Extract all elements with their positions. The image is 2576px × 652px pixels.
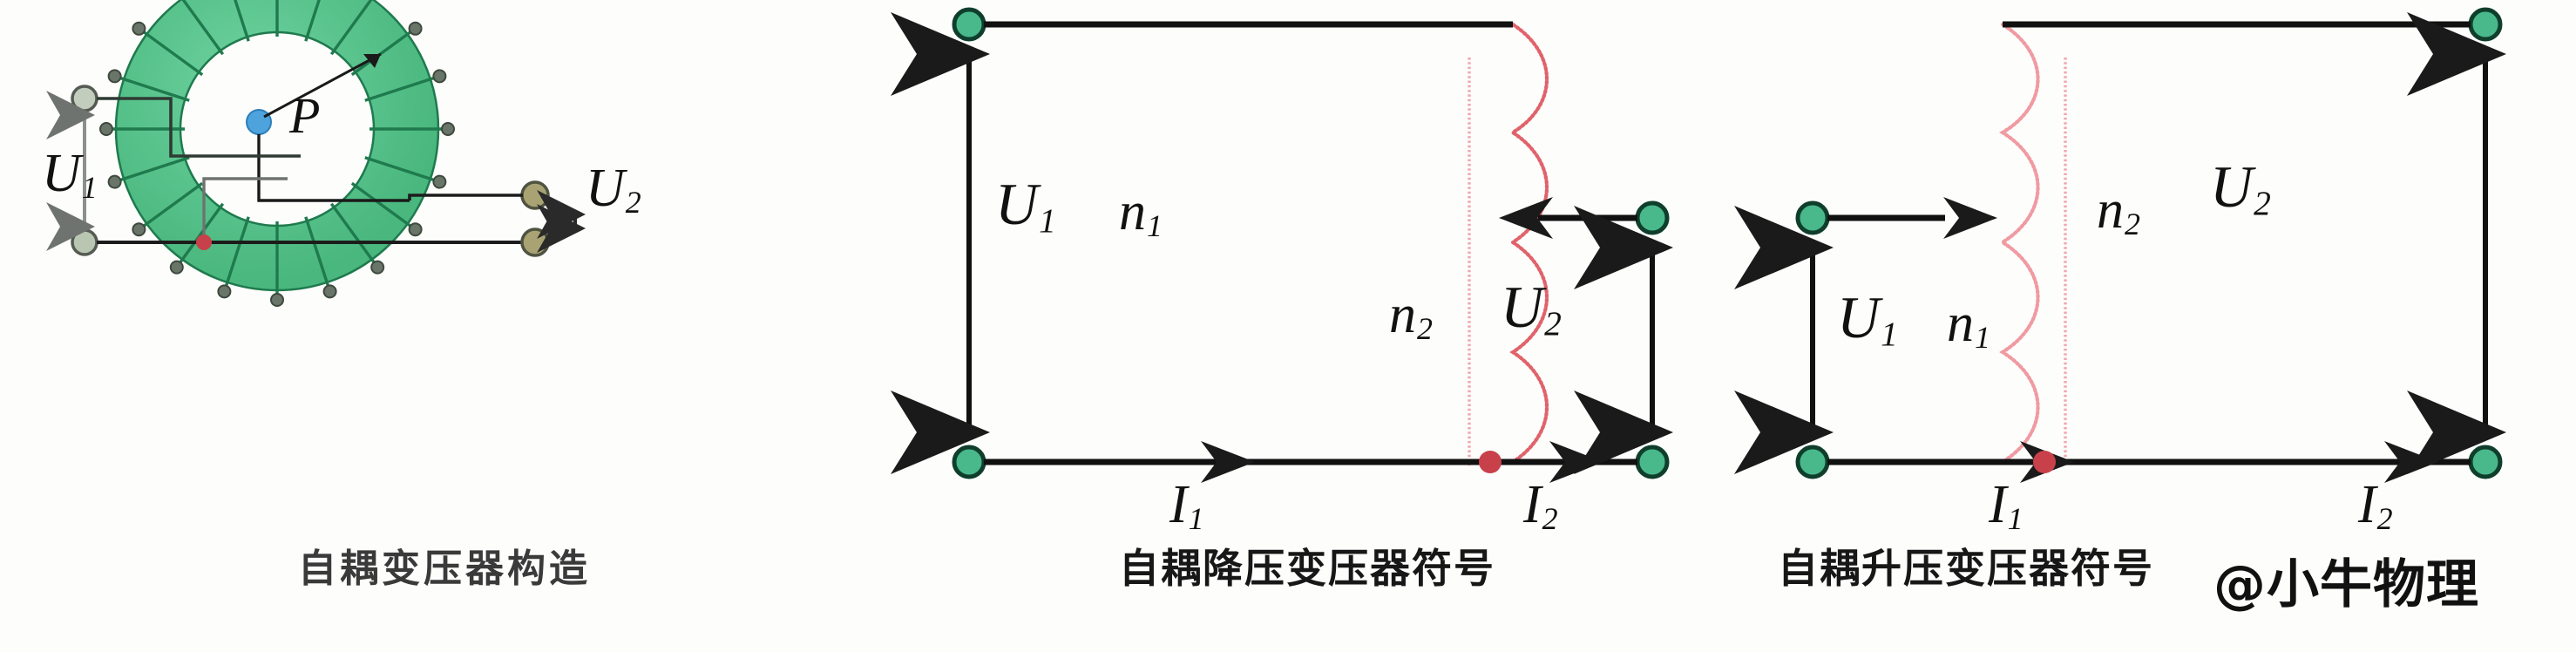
caption-panel-2: 自耦降压变压器符号: [1119, 545, 1495, 592]
terminal-primary-bottom[interactable]: [952, 445, 986, 479]
winding-turn-bump: [217, 284, 232, 299]
label-n1-panel3: n1: [1947, 294, 1990, 355]
secondary-tap-arrowhead: [1499, 197, 1553, 239]
terminal-secondary-top[interactable]: [1635, 200, 1670, 235]
coil-winding: [1998, 22, 2040, 465]
secondary-circuit: [408, 180, 586, 257]
winding-turn: [304, 216, 330, 288]
core-winding-turns: [99, 0, 455, 307]
winding-turn: [304, 0, 321, 42]
terminal-secondary-top[interactable]: [2468, 7, 2503, 42]
primary-tap-arrowhead: [1943, 197, 1997, 239]
terminal-primary-top[interactable]: [1795, 200, 1830, 235]
winding-turn-bump: [370, 260, 385, 275]
winding-turn: [119, 76, 190, 102]
winding-turn-bump: [322, 284, 337, 299]
winding-turn-bump: [132, 21, 146, 36]
label-n2-panel3: n2: [2097, 180, 2140, 241]
winding-turn-bump: [432, 174, 447, 189]
winding-turn: [178, 202, 225, 264]
panel-step-up-symbol: U1 n1 n2 U2 I1 I2 自耦升压变压器符号: [1725, 0, 2576, 652]
label-n2-panel2: n2: [1389, 285, 1433, 346]
caption-panel-1: 自耦变压器构造: [298, 547, 591, 591]
winding-turn: [142, 30, 204, 77]
terminal-secondary-bottom[interactable]: [1635, 445, 1670, 479]
terminal-primary-bottom[interactable]: [71, 228, 98, 256]
winding-turn-bump: [432, 69, 447, 84]
coil-winding: [1509, 22, 1549, 465]
label-u1-panel3: U1: [1837, 284, 1898, 353]
primary-tap-wire: [202, 177, 288, 242]
winding-turn-bump: [408, 21, 423, 36]
primary-top-wire: [97, 97, 301, 158]
i1-arrowhead: [1201, 441, 1255, 483]
label-u2-panel1: U2: [586, 159, 641, 220]
radius-arrowhead: [363, 54, 381, 68]
step-up-symbol-diagram: [1734, 7, 2506, 483]
winding-turn: [234, 0, 250, 42]
junction-dot: [196, 234, 212, 250]
winding-turn-bump: [270, 293, 284, 307]
winding-turn-bump: [107, 69, 122, 84]
winding-turn-bump: [441, 122, 455, 136]
winding-turn: [350, 181, 412, 228]
center-point-P: [246, 109, 272, 135]
panel-autotransformer-construction: U1 U2 P 自耦变压器构造: [0, 0, 889, 652]
panel-step-down-symbol: U1 n1 n2 U2 I1 I2 自耦降压变压器符号: [889, 0, 1725, 652]
winding-turn: [329, 202, 376, 264]
winding-turn: [142, 181, 204, 228]
winding-turn: [181, 0, 225, 56]
winding-turn: [224, 216, 250, 288]
toroid-diagram: [46, 0, 586, 307]
label-i1-panel2: I1: [1169, 475, 1204, 536]
label-i2-panel2: I2: [1523, 475, 1558, 536]
watermark: @小牛物理: [2213, 554, 2479, 615]
winding-turn-bump: [132, 222, 146, 237]
step-down-symbol-diagram: [891, 7, 1673, 483]
terminal-secondary-bottom[interactable]: [520, 228, 550, 257]
winding-turn-bump: [99, 122, 113, 136]
terminal-secondary-top[interactable]: [520, 180, 550, 210]
junction-dot: [1479, 451, 1502, 473]
terminal-primary-top[interactable]: [71, 85, 98, 112]
winding-turn: [364, 76, 436, 102]
label-i2-panel3: I2: [2358, 475, 2393, 536]
winding-turn-bump: [107, 174, 122, 189]
label-u2-panel3: U2: [2210, 153, 2271, 222]
primary-circuit: [46, 85, 532, 256]
label-p-panel1: P: [289, 87, 321, 144]
radius-pointer: [263, 52, 382, 119]
label-n1-panel2: n1: [1119, 182, 1163, 243]
winding-turn: [350, 30, 412, 77]
label-i1-panel3: I1: [1989, 475, 2024, 536]
winding-turn-bump: [169, 260, 184, 275]
junction-dot: [2033, 451, 2056, 473]
winding-turn: [119, 156, 190, 182]
label-u2-panel2: U2: [1501, 274, 1562, 343]
label-u1-panel2: U1: [995, 171, 1056, 240]
terminal-secondary-bottom[interactable]: [2468, 445, 2503, 479]
winding-turn: [329, 0, 373, 56]
winding-turn-bump: [408, 222, 423, 237]
terminal-primary-bottom[interactable]: [1795, 445, 1830, 479]
secondary-top-wire: [408, 194, 523, 200]
caption-panel-3: 自耦升压变压器符号: [1778, 545, 2154, 592]
winding-turn: [364, 156, 436, 182]
label-u1-panel1: U1: [42, 144, 98, 205]
terminal-primary-top[interactable]: [952, 7, 986, 42]
